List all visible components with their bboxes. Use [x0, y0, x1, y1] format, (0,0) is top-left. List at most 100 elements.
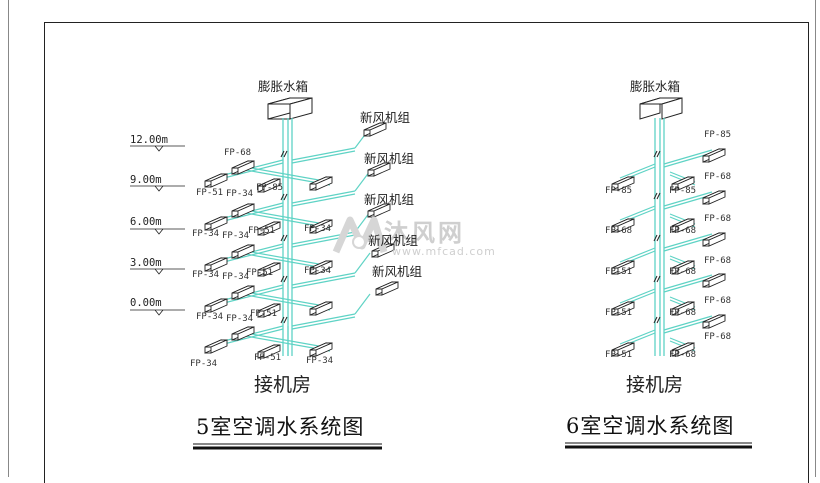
fan-coil-unit [375, 281, 399, 296]
valve-symbol [280, 234, 288, 242]
pipe-branch [619, 205, 656, 221]
fan-coil-label: FP-68 [224, 148, 252, 158]
diagram-title-5: 5室空调水系统图 [196, 415, 365, 439]
valve-symbol [280, 316, 288, 324]
pipe-branch [663, 149, 713, 165]
pipe-branch [619, 288, 656, 304]
fan-coil-label: FP-34 [222, 272, 250, 282]
title-underlines [193, 442, 752, 450]
fan-coil-label: FP-34 [306, 356, 334, 366]
fan-coil-label: FP-34 [222, 231, 250, 241]
fan-coil-label: FP-68 [605, 226, 633, 236]
fan-coil-unit [702, 190, 726, 205]
fan-coil-unit [671, 260, 695, 275]
valve-symbol [653, 316, 661, 324]
pipe-branch [291, 275, 356, 289]
tank-label-5: 膨胀水箱 [258, 79, 309, 94]
fan-coil-label: FP-34 [190, 359, 218, 369]
fan-coil-unit [702, 273, 726, 288]
fan-coil-unit [671, 218, 695, 233]
fan-coil-unit [367, 203, 391, 218]
pipe-branch [291, 316, 356, 330]
fan-coil-label: FP-34 [226, 189, 254, 199]
fan-coil-unit [702, 232, 726, 247]
fan-coil-unit [204, 257, 228, 272]
fresh-air-label: 新风机组 [368, 233, 419, 248]
valve-symbol [653, 192, 661, 200]
fan-coil-unit [204, 298, 228, 313]
fan-coil-label: FP-51 [254, 353, 282, 363]
fan-coil-unit [231, 326, 255, 341]
fan-coil-label: FP-51 [605, 350, 633, 360]
fan-coil-unit [257, 221, 281, 236]
pipe-branch [239, 208, 331, 226]
fan-coil-label: FP-85 [605, 186, 633, 196]
fan-coil-unit [611, 342, 635, 357]
fan-coil-label: FP-51 [248, 226, 276, 236]
fan-coil-unit [671, 342, 695, 357]
pipe-branch [619, 329, 656, 345]
level-label: 6.00m [130, 216, 162, 228]
fan-coil-unit [702, 314, 726, 329]
pipe-branch [291, 272, 356, 286]
drawing-frame [44, 22, 809, 483]
pipe-branch [291, 150, 356, 164]
room-label-5: 接机房 [254, 374, 312, 396]
valve-symbol [280, 275, 288, 283]
fan-coil-label: FP-34 [304, 266, 332, 276]
fan-coil-unit [671, 176, 695, 191]
valve-symbol [653, 275, 661, 283]
fan-coil-unit [611, 218, 635, 233]
fan-coil-unit [257, 303, 281, 318]
fan-coil-label: FP-51 [246, 268, 274, 278]
pipe-branch [663, 233, 713, 249]
level-label: 3.00m [130, 257, 162, 269]
fan-coil-unit [257, 262, 281, 277]
expansion-tank-6 [639, 97, 683, 120]
fan-coil-label: FP-68 [669, 267, 697, 277]
fan-coil-unit [309, 260, 333, 275]
pipe-branch [291, 147, 356, 161]
tank-label-6: 膨胀水箱 [630, 79, 681, 94]
valve-symbol [280, 193, 288, 201]
fan-coil-label: FP-85 [704, 130, 732, 140]
fan-coil-label: FP-51 [250, 309, 278, 319]
fan-coil-unit [611, 176, 635, 191]
valve-symbol [653, 150, 661, 158]
fan-coil-label: FP-51 [196, 188, 224, 198]
fan-coil-label: FP-68 [704, 172, 732, 182]
pipe-branch [663, 315, 713, 331]
fan-coil-label: FP-68 [704, 256, 732, 266]
pipe-branch [239, 165, 331, 183]
pipe-branch [663, 191, 713, 207]
pipe-branch [663, 274, 713, 290]
fresh-air-label: 新风机组 [372, 264, 423, 279]
fan-coil-unit [309, 301, 333, 316]
watermark-logo [332, 216, 388, 254]
fan-coil-unit [367, 162, 391, 177]
fan-coil-unit [702, 148, 726, 163]
fan-coil-label: FP-68 [704, 332, 732, 342]
level-label: 12.00m [130, 134, 168, 146]
pipe-branch [354, 252, 371, 274]
pipe-branch [619, 247, 656, 263]
fan-coil-label: FP-34 [192, 270, 220, 280]
fan-coil-unit [231, 244, 255, 259]
fan-coil-label: FP-85 [256, 183, 284, 193]
fan-coil-label: FP-51 [605, 308, 633, 318]
pipe-branch [354, 293, 371, 315]
fan-coil-unit [204, 173, 228, 188]
fan-coil-unit [231, 285, 255, 300]
pipe-branch [291, 193, 356, 207]
pipe-branch [619, 163, 656, 179]
fan-coil-label: FP-68 [704, 214, 732, 224]
fresh-air-label: 新风机组 [360, 110, 411, 125]
pipe-branch [354, 170, 371, 192]
fan-coil-label: FP-68 [669, 308, 697, 318]
fan-coil-label: FP-34 [192, 229, 220, 239]
fan-coil-label: FP-68 [669, 226, 697, 236]
pipe-branch [239, 249, 331, 267]
diagram-title-6: 6室空调水系统图 [566, 414, 735, 438]
fan-coil-unit [257, 344, 281, 359]
fan-coil-unit [231, 203, 255, 218]
